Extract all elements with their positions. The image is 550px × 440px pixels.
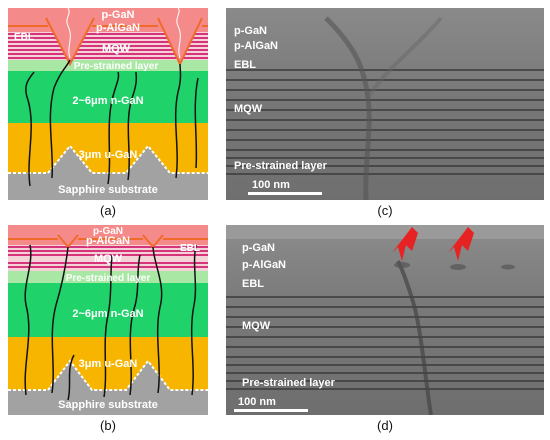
dislocation-trace-branch <box>366 16 443 100</box>
panel-a-svg: p-GaN p-AlGaN EBL MQW Pre-strained layer… <box>8 8 208 200</box>
label-sapphire: Sapphire substrate <box>58 184 158 196</box>
label-prestrained: Pre-strained layer <box>242 377 336 389</box>
label-prestrained: Pre-strained layer <box>66 273 151 284</box>
label-ebl: EBL <box>14 32 34 43</box>
panel-c-tem-image: p-GaN p-AlGaN EBL MQW Pre-strained layer… <box>226 8 544 200</box>
tem-top-band <box>226 225 544 239</box>
mqw-stack <box>8 245 208 271</box>
panel-d-svg: p-GaN p-AlGaN EBL MQW Pre-strained layer… <box>226 225 544 415</box>
caption-d: (d) <box>377 418 393 433</box>
label-p-algan: p-AlGaN <box>242 259 286 271</box>
red-arrow-right <box>448 227 474 261</box>
scale-bar-label: 100 nm <box>238 396 276 408</box>
label-p-algan: p-AlGaN <box>86 235 130 247</box>
label-p-gan: p-GaN <box>102 9 135 21</box>
panel-b-svg: p-GaN p-AlGaN EBL MQW Pre-strained layer… <box>8 225 208 415</box>
caption-c: (c) <box>377 203 393 218</box>
scale-bar-label: 100 nm <box>252 179 290 191</box>
scale-bar <box>234 409 308 412</box>
label-p-algan: p-AlGaN <box>96 22 140 34</box>
panel-a-schematic: p-GaN p-AlGaN EBL MQW Pre-strained layer… <box>8 8 208 200</box>
panel-d-tem-image: p-GaN p-AlGaN EBL MQW Pre-strained layer… <box>226 225 544 415</box>
tem-background <box>226 225 544 415</box>
label-n-gan: 2~6μm n-GaN <box>72 308 143 320</box>
dislocation-lines <box>25 59 199 187</box>
label-p-gan: p-GaN <box>93 226 123 237</box>
label-prestrained: Pre-strained layer <box>234 160 328 172</box>
label-p-gan: p-GaN <box>234 25 267 37</box>
panel-b-schematic: p-GaN p-AlGaN EBL MQW Pre-strained layer… <box>8 225 208 415</box>
scale-bar <box>248 192 322 195</box>
caption-b: (b) <box>100 418 116 433</box>
v-pit-spots <box>394 262 515 270</box>
label-ebl: EBL <box>180 243 200 254</box>
label-mqw: MQW <box>94 253 123 265</box>
label-sapphire: Sapphire substrate <box>58 399 158 411</box>
caption-a: (a) <box>100 203 116 218</box>
dislocation-trace <box>396 260 433 415</box>
label-ebl: EBL <box>234 59 256 71</box>
label-mqw: MQW <box>242 320 271 332</box>
label-mqw: MQW <box>102 43 131 55</box>
label-ebl: EBL <box>242 278 264 290</box>
tem-qw-lines <box>226 69 544 175</box>
pit-cracks <box>66 8 181 59</box>
n-gan-layer <box>8 70 208 123</box>
label-p-algan: p-AlGaN <box>234 40 278 52</box>
prestrained-layer <box>8 60 208 71</box>
label-mqw: MQW <box>234 103 263 115</box>
label-u-gan: 3μm u-GaN <box>79 149 138 161</box>
label-u-gan: 3μm u-GaN <box>79 358 138 370</box>
n-gan-layer <box>8 283 208 337</box>
dislocation-trace <box>324 16 372 200</box>
label-p-gan: p-GaN <box>242 242 275 254</box>
tem-qw-lines <box>226 296 544 390</box>
red-arrow-left <box>392 227 418 261</box>
tem-background <box>226 8 544 200</box>
dislocation-lines <box>24 244 197 401</box>
label-prestrained: Pre-strained layer <box>74 61 159 72</box>
panel-c-svg: p-GaN p-AlGaN EBL MQW Pre-strained layer… <box>226 8 544 200</box>
label-n-gan: 2~6μm n-GaN <box>72 95 143 107</box>
sapphire-interface <box>8 359 208 391</box>
